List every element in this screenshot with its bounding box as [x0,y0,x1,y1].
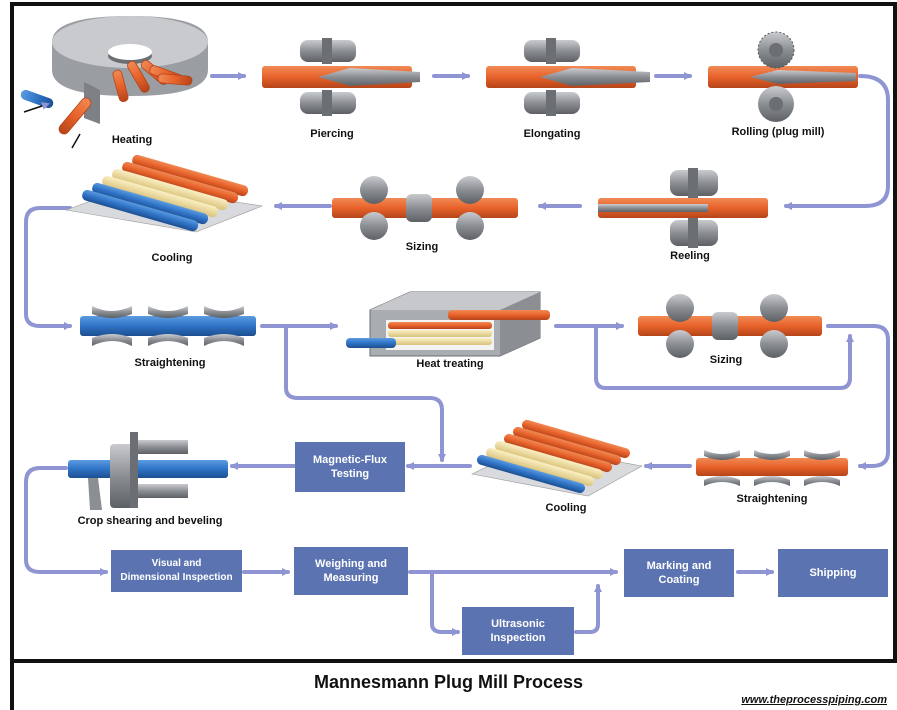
sizing-2-illustration [638,294,822,358]
frame-left-border [10,2,14,710]
stage-label-heating: Heating [111,134,153,146]
frame-right-border [893,2,897,662]
stage-label-sizing-1: Sizing [405,241,439,253]
stage-label-sizing-2: Sizing [709,354,743,366]
shipping-box: Shipping [778,549,888,597]
stage-label-piercing: Piercing [310,128,354,140]
diagram-title: Mannesmann Plug Mill Process [313,672,584,692]
flow-arrows [24,72,890,636]
cooling-2-illustration [471,419,643,497]
stage-label-cooling-2: Cooling [545,502,587,514]
stage-label-straightening-2: Straightening [736,493,808,505]
stage-label-crop-shearing: Crop shearing and beveling [77,515,223,527]
straightening-2-illustration [696,450,848,486]
sizing-1-illustration [332,176,518,240]
stage-label-elongating: Elongating [523,128,581,140]
crop-shearing-illustration [68,432,228,510]
piercing-illustration [262,38,420,116]
rolling-illustration [708,31,858,122]
cooling-1-illustration [64,154,264,233]
frame-top-border [10,2,897,6]
straightening-1-illustration [80,306,256,346]
stage-label-heat-treating: Heat treating [416,358,484,370]
website-link[interactable]: www.theprocesspiping.com [741,694,887,706]
stage-label-cooling-1: Cooling [151,252,193,264]
heating-furnace-illustration [20,16,208,149]
elongating-illustration [486,38,650,116]
stage-label-straightening-1: Straightening [134,357,206,369]
heat-treating-illustration [346,291,550,357]
frame-bottom-border [10,659,897,663]
reeling-illustration [598,168,768,248]
stage-label-reeling: Reeling [670,250,710,262]
stage-label-rolling: Rolling (plug mill) [731,126,825,138]
